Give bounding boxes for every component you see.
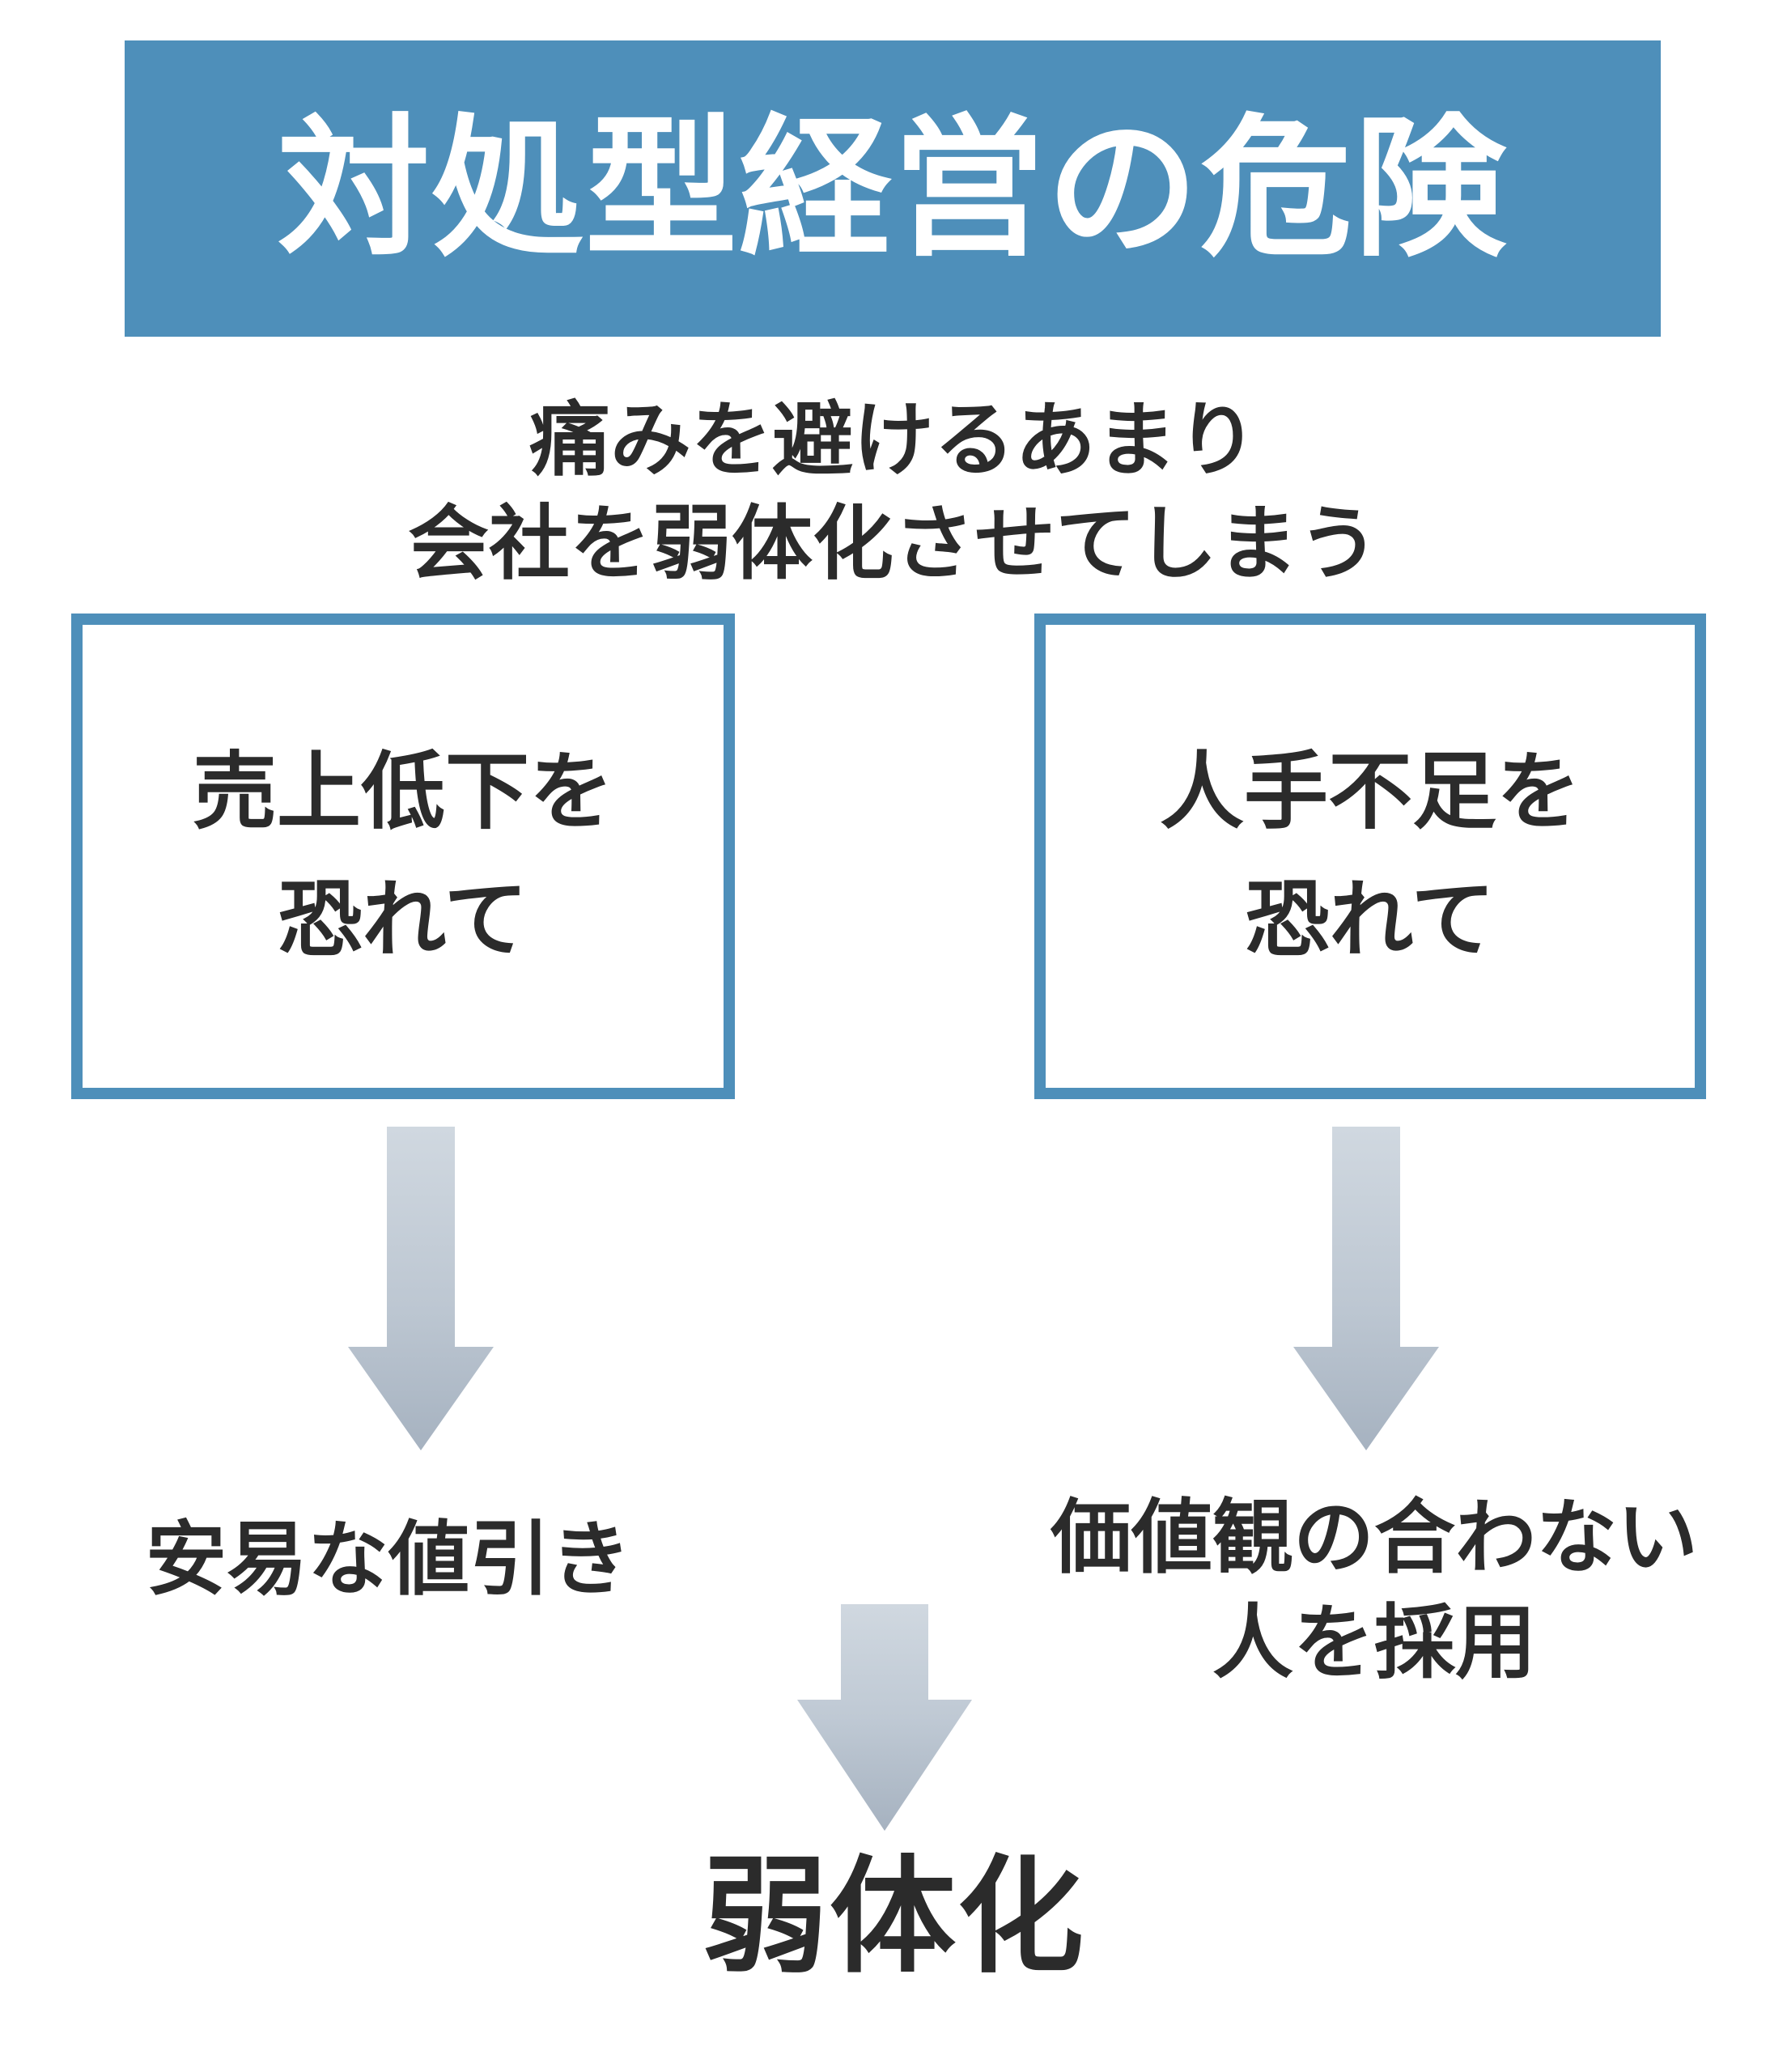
down-arrow-icon-to-outcome bbox=[797, 1604, 972, 1831]
result-easy-discount: 安易な値引き bbox=[146, 1507, 631, 1612]
result-mismatched-hiring-line-1: 価値観の合わない bbox=[1051, 1492, 1698, 1583]
final-outcome: 弱体化 bbox=[0, 1851, 1787, 1985]
subtitle-line-2: 会社を弱体化させてしまう bbox=[408, 499, 1379, 589]
box-labor-shortage-fear: 人手不足を 恐れて bbox=[1034, 614, 1706, 1099]
box-sales-decline-fear-line-2: 恐れて bbox=[278, 873, 528, 967]
page-title: 対処型経営の危険 bbox=[278, 104, 1508, 274]
down-arrow-icon-from-labor-box bbox=[1293, 1127, 1439, 1450]
result-mismatched-hiring-line-2: 人を採用 bbox=[1212, 1598, 1536, 1688]
result-easy-discount-text: 安易な値引き bbox=[146, 1514, 631, 1605]
final-outcome-label: 弱体化 bbox=[702, 1847, 1085, 1988]
box-sales-decline-fear: 売上低下を 恐れて bbox=[71, 614, 735, 1099]
title-banner: 対処型経営の危険 bbox=[125, 40, 1661, 337]
box-labor-shortage-fear-line-1: 人手不足を bbox=[1159, 745, 1581, 839]
result-mismatched-hiring: 価値観の合わない 人を採用 bbox=[1010, 1485, 1738, 1696]
down-arrow-icon-from-sales-box bbox=[348, 1127, 494, 1450]
box-sales-decline-fear-line-1: 売上低下を bbox=[192, 745, 613, 839]
subtitle: 痛みを避けるあまり 会社を弱体化させてしまう bbox=[0, 388, 1787, 596]
box-labor-shortage-fear-line-2: 恐れて bbox=[1245, 873, 1496, 967]
subtitle-line-1: 痛みを避けるあまり bbox=[529, 395, 1258, 486]
